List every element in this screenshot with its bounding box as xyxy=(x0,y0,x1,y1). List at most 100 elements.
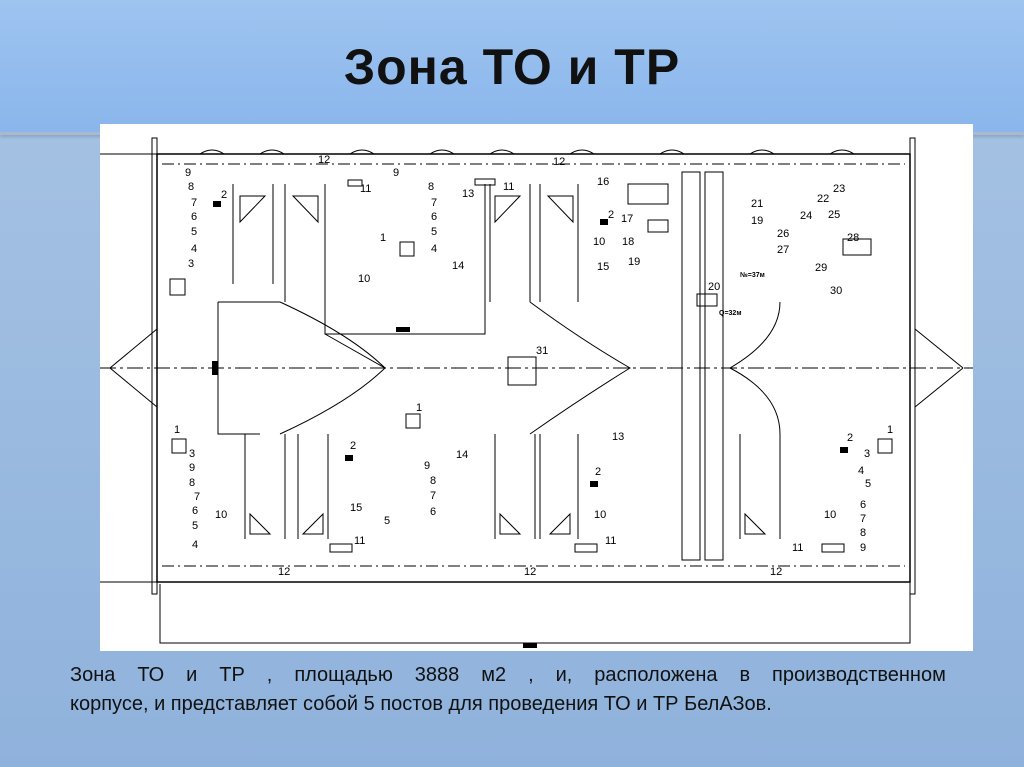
equipment-number-label: 2 xyxy=(221,189,227,201)
equipment-number-label: 8 xyxy=(430,475,436,487)
equipment-number-label: 14 xyxy=(452,260,464,272)
caption-word: и xyxy=(186,664,198,686)
equipment-number-label: 10 xyxy=(593,236,605,248)
equipment-number-label: 1 xyxy=(380,232,386,244)
equipment-number-label: 6 xyxy=(431,211,437,223)
equipment-number-label: 15 xyxy=(597,261,609,273)
equipment-number-label: 29 xyxy=(815,262,827,274)
equipment-number-label: 5 xyxy=(384,515,390,527)
equipment-number-label: 7 xyxy=(431,197,437,209)
caption-word: ТО xyxy=(137,664,165,686)
equipment-number-label: 10 xyxy=(215,509,227,521)
equipment-number-label: 11 xyxy=(360,183,371,195)
equipment-number-label: 4 xyxy=(191,243,197,255)
equipment-number-label: 20 xyxy=(708,281,720,293)
equipment-number-label: 8 xyxy=(189,477,195,489)
equipment-number-label: 3 xyxy=(189,448,195,460)
equipment-number-label: 13 xyxy=(462,188,474,200)
equipment-number-label: 1 xyxy=(416,402,422,414)
equipment-number-label: 27 xyxy=(777,244,789,256)
equipment-number-label: 4 xyxy=(431,243,437,255)
equipment-number-label: 30 xyxy=(830,285,842,297)
equipment-number-label: 4 xyxy=(192,539,198,551)
dimension-label: №=37м xyxy=(740,271,765,279)
equipment-number-label: 12 xyxy=(524,566,536,578)
equipment-number-label: 6 xyxy=(430,506,436,518)
equipment-number-label: 19 xyxy=(628,256,640,268)
equipment-number-label: 2 xyxy=(350,440,356,452)
equipment-number-label: 6 xyxy=(860,499,866,511)
equipment-number-label: 12 xyxy=(553,156,565,168)
equipment-number-label: 18 xyxy=(622,236,634,248)
equipment-number-label: 6 xyxy=(191,211,197,223)
caption-word: , xyxy=(528,664,534,686)
equipment-number-label: 10 xyxy=(358,273,370,285)
caption-word: расположена xyxy=(594,664,718,686)
equipment-number-label: 3 xyxy=(864,448,870,460)
equipment-number-label: 23 xyxy=(833,183,845,195)
caption-word: ТР xyxy=(219,664,245,686)
caption-word: и, xyxy=(555,664,573,686)
equipment-number-label: 8 xyxy=(860,527,866,539)
equipment-number-label: 5 xyxy=(431,226,437,238)
equipment-number-label: 24 xyxy=(800,210,812,222)
equipment-number-label: 11 xyxy=(792,542,803,554)
equipment-number-label: 28 xyxy=(847,232,859,244)
equipment-number-label: 8 xyxy=(428,181,434,193)
caption-word: площадью xyxy=(294,664,393,686)
caption-word: производственном xyxy=(772,664,946,686)
equipment-number-label: 19 xyxy=(751,215,763,227)
equipment-number-label: 12 xyxy=(318,154,330,166)
equipment-number-label: 1 xyxy=(174,424,180,436)
equipment-number-label: 31 xyxy=(536,345,548,357)
equipment-number-label: 26 xyxy=(777,228,789,240)
equipment-number-label: 6 xyxy=(192,505,198,517)
equipment-number-label: 12 xyxy=(770,566,782,578)
caption-word: м2 xyxy=(481,664,507,686)
equipment-number-label: 2 xyxy=(608,209,614,221)
equipment-number-label: 9 xyxy=(189,462,195,474)
equipment-number-label: 1 xyxy=(887,424,893,436)
equipment-number-label: 9 xyxy=(424,460,430,472)
equipment-number-label: 10 xyxy=(594,509,606,521)
caption-word: , xyxy=(266,664,273,686)
equipment-number-label: 7 xyxy=(860,513,866,525)
equipment-number-label: 11 xyxy=(354,535,365,547)
equipment-number-label: 7 xyxy=(191,197,197,209)
equipment-number-label: 10 xyxy=(824,509,836,521)
caption-word: в xyxy=(739,664,751,686)
caption-word: Зона xyxy=(70,664,116,686)
equipment-number-label: 7 xyxy=(194,491,200,503)
equipment-number-label: 15 xyxy=(350,502,362,514)
equipment-number-label: 25 xyxy=(828,209,840,221)
equipment-number-label: 2 xyxy=(595,466,601,478)
caption-word: 3888 xyxy=(414,664,460,686)
equipment-number-label: 4 xyxy=(858,465,864,477)
equipment-number-label: 17 xyxy=(621,213,633,225)
equipment-number-label: 12 xyxy=(278,566,290,578)
slide-title: Зона ТО и ТР xyxy=(343,39,681,95)
equipment-number-label: 5 xyxy=(865,478,871,490)
equipment-number-label: 13 xyxy=(612,431,624,443)
dimension-label: Q=32м xyxy=(719,310,742,317)
equipment-number-label: 11 xyxy=(503,181,514,193)
equipment-number-label: 21 xyxy=(751,198,763,210)
equipment-number-label: 9 xyxy=(860,542,866,554)
equipment-number-label: 5 xyxy=(191,226,197,238)
equipment-number-label: 5 xyxy=(192,520,198,532)
equipment-number-label: 8 xyxy=(188,181,194,193)
equipment-number-label: 14 xyxy=(456,449,468,461)
equipment-number-label: 3 xyxy=(188,258,194,270)
caption-line-2: корпусе, и представляет собой 5 постов д… xyxy=(70,693,772,715)
equipment-number-label: 16 xyxy=(597,176,609,188)
equipment-number-label: 11 xyxy=(605,535,616,547)
equipment-number-label: 9 xyxy=(393,167,399,179)
equipment-number-label: 7 xyxy=(430,490,436,502)
equipment-number-label: 22 xyxy=(817,193,829,205)
equipment-number-label: 2 xyxy=(847,432,853,444)
